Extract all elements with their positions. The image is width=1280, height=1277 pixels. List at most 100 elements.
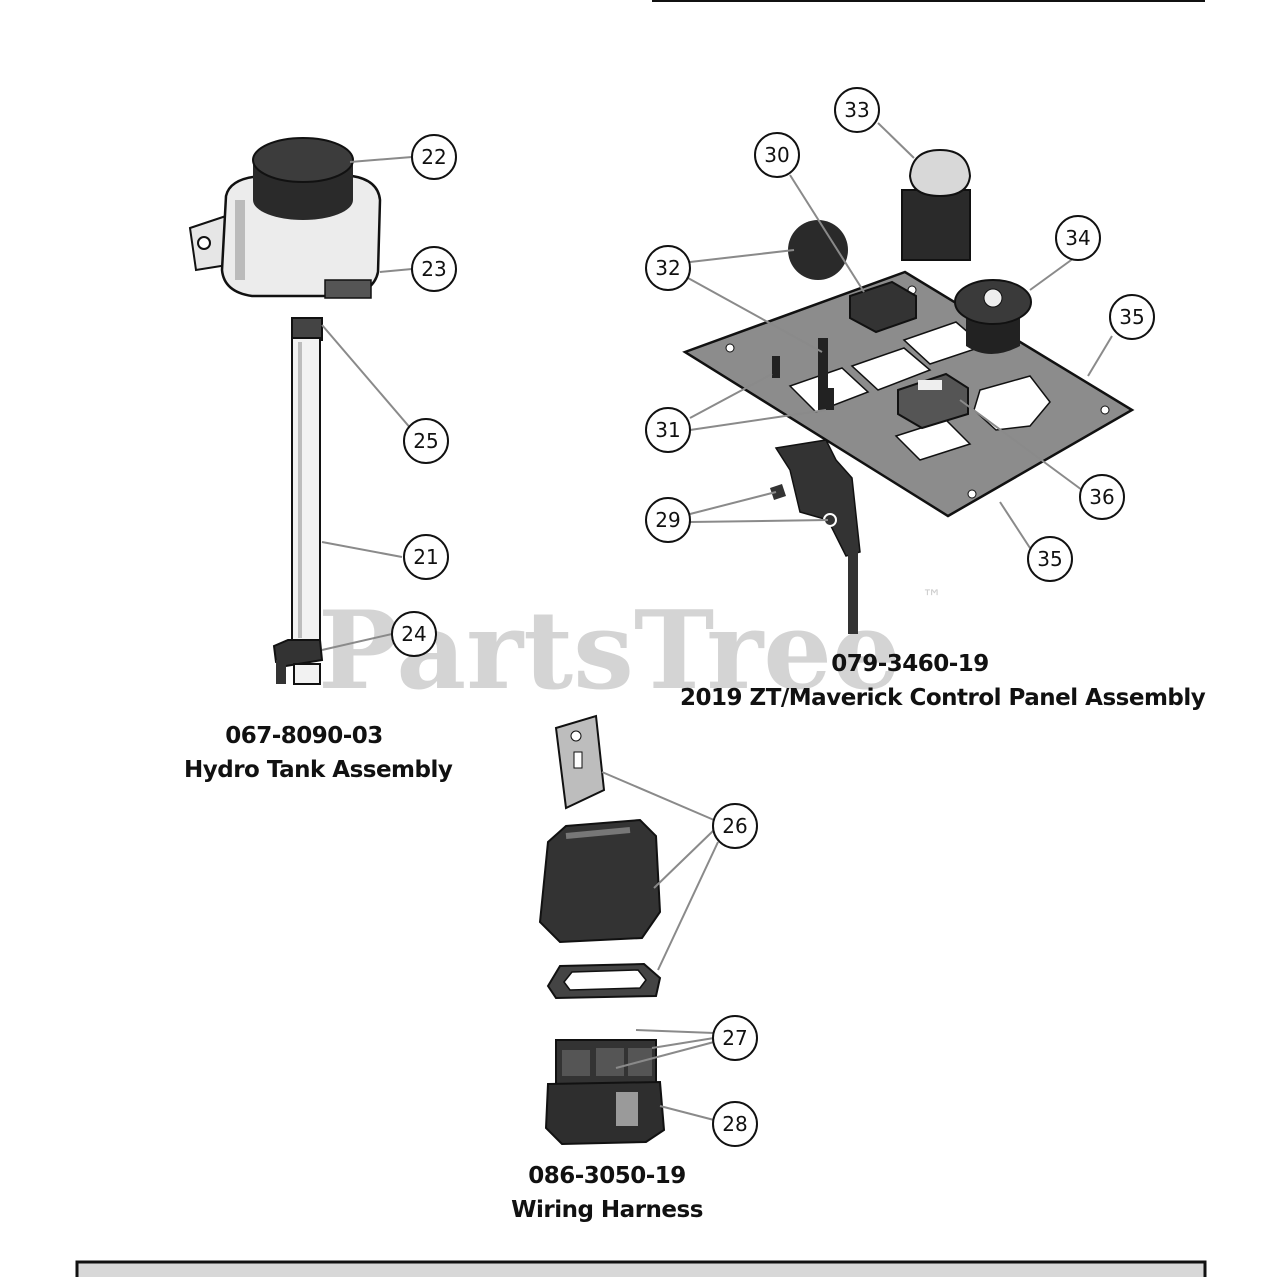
leader-23 (379, 268, 413, 273)
svg-text:27: 27 (722, 1026, 747, 1050)
svg-text:26: 26 (722, 814, 747, 838)
control-panel-illustration (682, 148, 1135, 634)
bottom-frame (75, 1260, 1207, 1277)
leader-35b (999, 501, 1031, 549)
bracket-slot (573, 751, 583, 769)
callouts: 22 23 25 21 24 33 30 32 34 35 31 36 29 3… (391, 87, 1155, 1147)
callout-30: 30 (754, 132, 800, 178)
callout-33: 33 (834, 87, 880, 133)
callout-23: 23 (411, 246, 457, 292)
leader-27c (615, 1041, 715, 1069)
panel-cutout (850, 347, 932, 391)
relay (596, 1048, 624, 1076)
harness-cover (538, 818, 662, 944)
cap-top (252, 137, 354, 183)
wiring-harness-illustration (538, 714, 666, 1146)
callout-21: 21 (403, 534, 449, 580)
panel-stud (818, 338, 828, 410)
leader-lines (321, 122, 1113, 1121)
leader-26a (601, 771, 715, 821)
svg-text:23: 23 (421, 257, 446, 281)
dip-tube (291, 337, 321, 643)
callout-31: 31 (645, 407, 691, 453)
callout-34: 34 (1055, 215, 1101, 261)
clamp-tab (276, 660, 286, 684)
bracket-hole (570, 730, 582, 742)
leader-29b (689, 519, 829, 523)
linkage-nut (770, 484, 786, 500)
svg-text:32: 32 (655, 256, 680, 280)
svg-text:21: 21 (413, 545, 438, 569)
harness-base (544, 1080, 666, 1146)
leader-21 (321, 541, 403, 558)
panel-hole (967, 489, 977, 499)
svg-text:36: 36 (1089, 485, 1114, 509)
leader-29a (689, 491, 777, 515)
svg-text:35: 35 (1119, 305, 1144, 329)
panel-screw (826, 388, 834, 410)
callout-29: 29 (645, 497, 691, 543)
callout-26: 26 (712, 803, 758, 849)
callout-22: 22 (411, 134, 457, 180)
wiring-harness-part-number: 086-3050-19 (528, 1163, 686, 1189)
callout-28: 28 (712, 1101, 758, 1147)
control-panel-title: 079-3460-19 2019 ZT/Maverick Control Pan… (680, 647, 1206, 715)
callout-35-top: 35 (1109, 294, 1155, 340)
wiring-harness-title: 086-3050-19 Wiring Harness (507, 1159, 707, 1227)
leader-35a (1087, 335, 1113, 377)
callout-36: 36 (1079, 474, 1125, 520)
callout-27: 27 (712, 1015, 758, 1061)
key-slot (983, 288, 1003, 308)
panel-switch-30 (849, 280, 917, 334)
svg-text:34: 34 (1065, 226, 1090, 250)
hydro-tank-name: Hydro Tank Assembly (184, 757, 453, 783)
pto-switch-knob (908, 148, 972, 198)
leader-27a (635, 1029, 715, 1034)
reservoir-label (324, 279, 372, 299)
leader-30 (789, 174, 865, 293)
svg-text:30: 30 (764, 143, 789, 167)
leader-25 (321, 324, 413, 431)
leader-31a (689, 373, 773, 419)
throttle-knob (788, 220, 848, 280)
callout-32: 32 (645, 245, 691, 291)
linkage-rod (848, 550, 858, 634)
svg-text:33: 33 (844, 98, 869, 122)
svg-text:29: 29 (655, 508, 680, 532)
leader-24 (321, 633, 393, 651)
callout-25: 25 (403, 418, 449, 464)
switch-window (918, 380, 942, 390)
bracket-hole (197, 236, 211, 250)
tank-neck (291, 317, 323, 341)
watermark-trademark: ™ (922, 585, 942, 609)
leader-28 (659, 1105, 715, 1121)
leader-32b (687, 277, 823, 353)
pto-switch-body (901, 189, 971, 261)
hydro-tank-part-number: 067-8090-03 (225, 723, 383, 749)
leader-32a (689, 249, 795, 263)
panel-hole (725, 343, 735, 353)
panel-screw (772, 356, 780, 378)
leader-27b (651, 1037, 715, 1049)
leader-26b (653, 829, 715, 889)
leader-34 (1029, 257, 1075, 291)
panel-switch-36 (897, 372, 969, 430)
callout-35-bottom: 35 (1027, 536, 1073, 582)
leader-26c (657, 841, 719, 971)
hydro-tank-title: 067-8090-03 Hydro Tank Assembly (184, 719, 453, 787)
gasket-opening (563, 969, 647, 991)
control-panel-name: 2019 ZT/Maverick Control Panel Assembly (680, 685, 1206, 711)
leader-33 (877, 122, 915, 159)
linkage-bracket (774, 439, 861, 557)
svg-text:22: 22 (421, 145, 446, 169)
leader-31b (689, 409, 827, 431)
svg-text:25: 25 (413, 429, 438, 453)
svg-text:31: 31 (655, 418, 680, 442)
svg-text:28: 28 (722, 1112, 747, 1136)
hydro-tank-illustration (188, 137, 382, 685)
leader-36 (959, 399, 1083, 491)
svg-text:24: 24 (401, 622, 426, 646)
cover-ridge (565, 827, 631, 839)
wiring-harness-name: Wiring Harness (511, 1197, 703, 1223)
